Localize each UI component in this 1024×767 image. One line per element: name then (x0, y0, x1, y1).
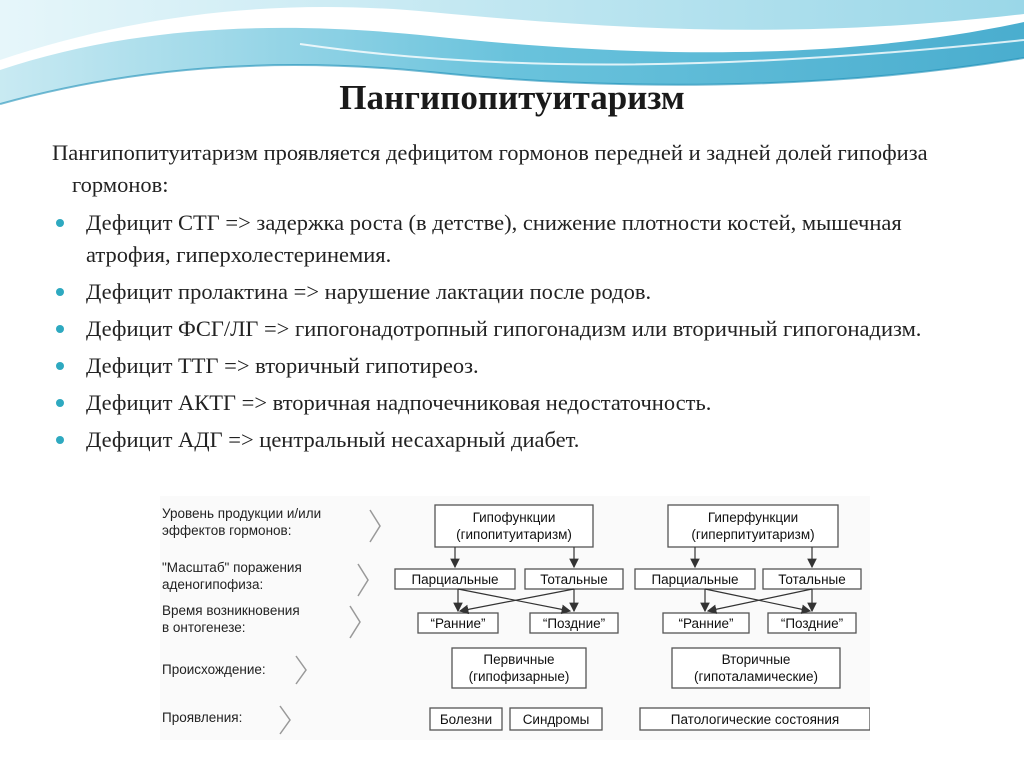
time-label-line2: в онтогенезе: (162, 620, 246, 635)
list-item: Дефицит пролактина => нарушение лактации… (52, 276, 972, 308)
syndromes-label: Синдромы (523, 712, 590, 727)
secondary-line2: (гипоталамические) (694, 669, 818, 684)
list-item: Дефицит АКТГ => вторичная надпочечникова… (52, 387, 972, 419)
hyper-partial-box (634, 568, 756, 590)
chevron-right-icon (295, 655, 307, 685)
chevron-right-icon (369, 509, 381, 543)
secondary-line1: Вторичные (722, 652, 791, 667)
slide-title: Пангипопитуитаризм (339, 78, 685, 117)
hyper-late-label: “Поздние” (781, 616, 843, 631)
hyperfunction-box (667, 504, 839, 548)
time-label-line1: Время возникновения (162, 603, 300, 618)
hyper-partial-label: Парциальные (651, 572, 738, 587)
chevron-right-icon (279, 705, 291, 735)
pathological-box (639, 707, 870, 731)
intro-paragraph: Пангипопитуитаризм проявляется дефицитом… (52, 140, 928, 197)
list-item: Дефицит ФСГ/ЛГ => гипогонадотропный гипо… (52, 313, 972, 345)
bullet-icon (56, 436, 64, 444)
hyper-early-label: “Ранние” (678, 616, 733, 631)
primary-box (451, 647, 587, 689)
diseases-label: Болезни (440, 712, 492, 727)
hyper-title-line1: Гиперфункции (708, 510, 798, 525)
pathological-label: Патологические состояния (671, 712, 839, 727)
hypo-late-box (529, 612, 619, 634)
scale-label-line2: аденогипофиза: (162, 577, 263, 592)
chevron-right-icon (357, 563, 369, 597)
bullet-icon (56, 399, 64, 407)
hyper-total-label: Тотальные (778, 572, 846, 587)
bullet-icon (56, 219, 64, 227)
hyper-late-box (767, 612, 857, 634)
hypofunction-box (434, 504, 594, 548)
level-label-line2: эффектов гормонов: (162, 523, 291, 538)
hypo-total-label: Тотальные (540, 572, 608, 587)
diseases-box (429, 707, 503, 731)
syndromes-box (509, 707, 603, 731)
hypo-title-line2: (гипопитуитаризм) (456, 527, 572, 542)
list-item: Дефицит ТТГ => вторичный гипотиреоз. (52, 350, 972, 382)
hypo-partial-label: Парциальные (411, 572, 498, 587)
hypo-partial-box (394, 568, 516, 590)
classification-diagram: Уровень продукции и/или эффектов гормоно… (160, 496, 870, 740)
list-item: Дефицит АДГ => центральный несахарный ди… (52, 424, 972, 456)
manifest-label: Проявления: (162, 710, 242, 725)
wave-decoration (0, 0, 1024, 105)
bullet-list: Дефицит СТГ => задержка роста (в детстве… (52, 207, 972, 456)
hypo-early-box (417, 612, 499, 634)
origin-label: Происхождение: (162, 662, 266, 677)
bullet-icon (56, 325, 64, 333)
hypo-early-label: “Ранние” (430, 616, 485, 631)
secondary-box (671, 647, 841, 689)
primary-line2: (гипофизарные) (469, 669, 570, 684)
slide-body: Пангипопитуитаризм проявляется дефицитом… (52, 137, 972, 461)
bullet-icon (56, 288, 64, 296)
scale-label-line1: "Масштаб" поражения (162, 560, 302, 575)
primary-line1: Первичные (483, 652, 554, 667)
level-label-line1: Уровень продукции и/или (162, 506, 321, 521)
bullet-icon (56, 362, 64, 370)
list-item: Дефицит СТГ => задержка роста (в детстве… (52, 207, 972, 271)
hyper-title-line2: (гиперпитуитаризм) (691, 527, 814, 542)
hypo-title-line1: Гипофункции (473, 510, 556, 525)
hyper-early-box (662, 612, 750, 634)
hypo-late-label: “Поздние” (543, 616, 605, 631)
chevron-right-icon (349, 605, 361, 639)
